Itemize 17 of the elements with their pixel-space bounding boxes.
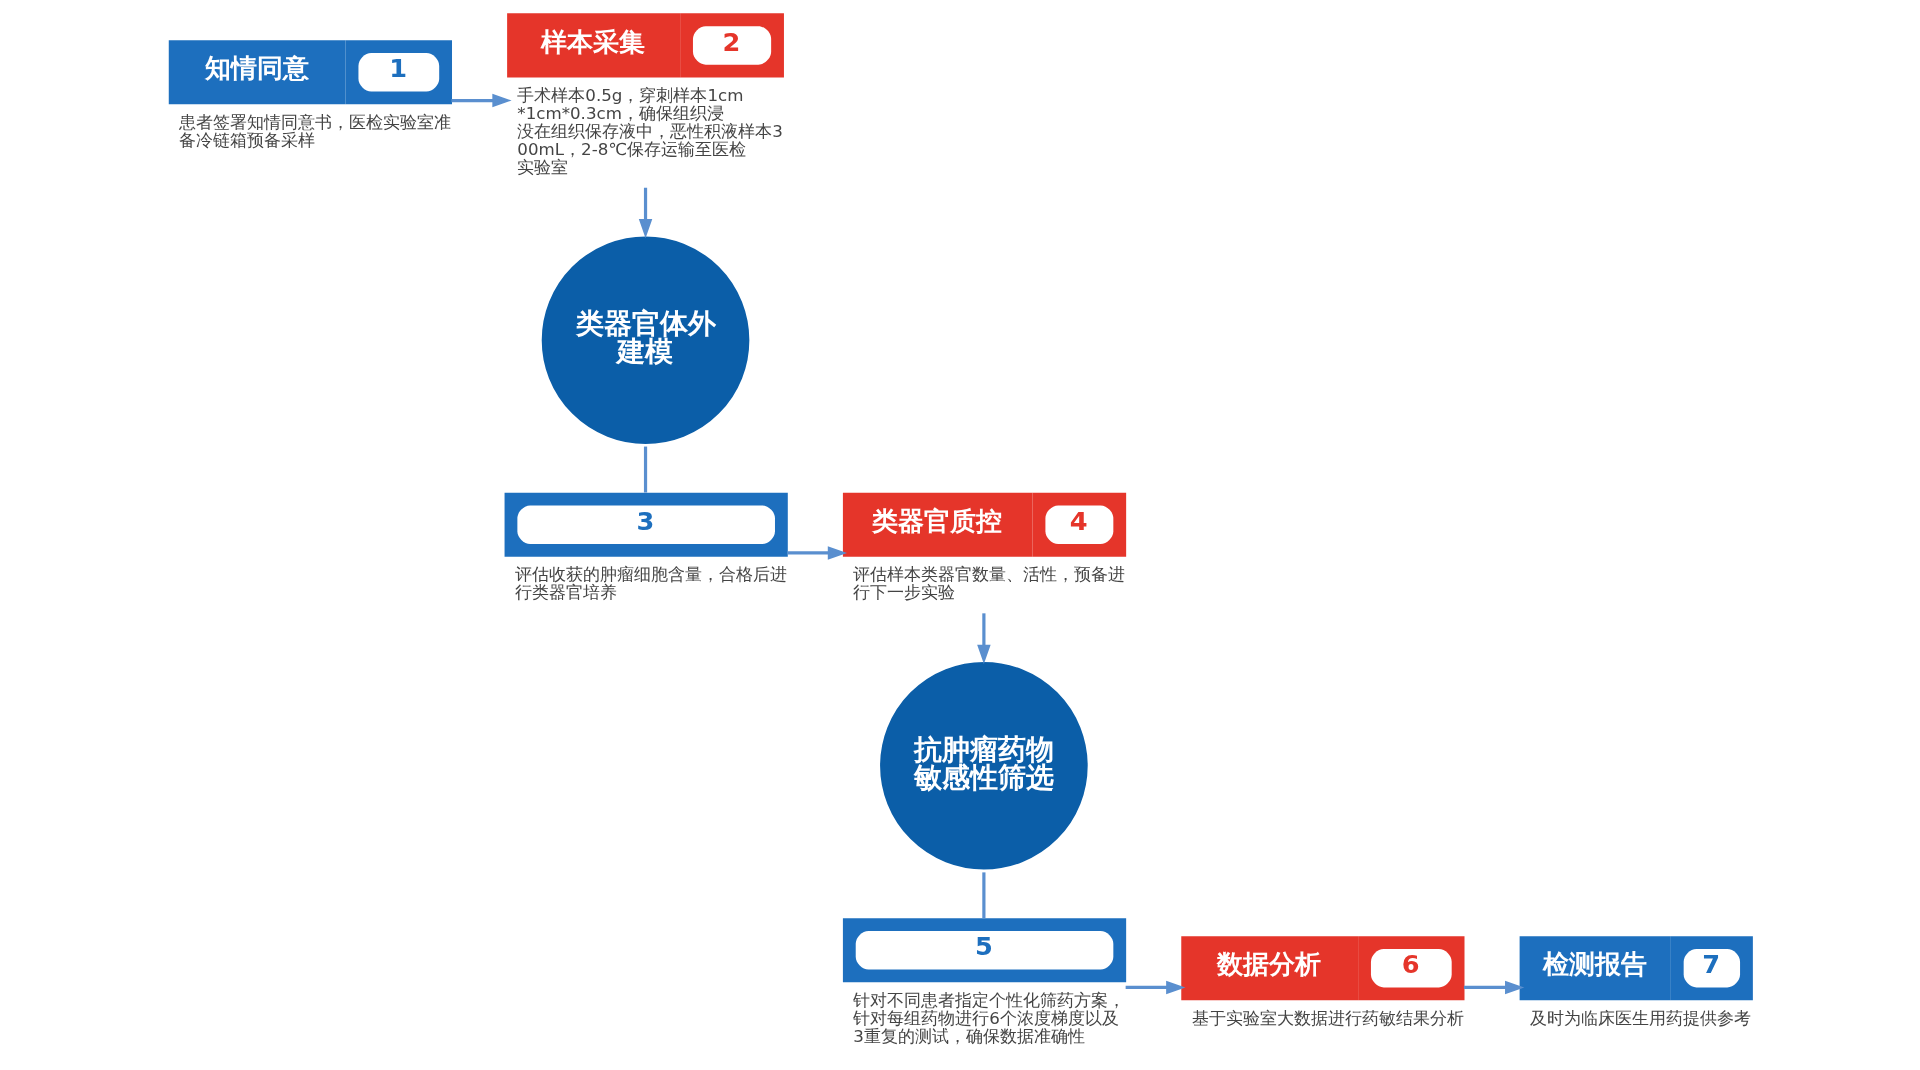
node-label: 患者签署知情同意书，医检实验室准备冷链箱预备采样 xyxy=(178,112,451,150)
node-label: 基于实验室大数据进行药敏结果分析 xyxy=(1191,1008,1464,1028)
node-box: 3 xyxy=(504,492,788,557)
node-box: 5 xyxy=(842,918,1126,983)
node-label: 评估样本类器官数量、活性，预备进行下一步实验 xyxy=(852,565,1125,603)
node-label: 及时为临床医生用药提供参考 xyxy=(1529,1008,1751,1028)
arrow xyxy=(450,93,512,108)
node-label: 针对不同患者指定个性化筛药方案，针对每组药物进行6个浓度梯度以及3重复的测试，确保数据准确性 xyxy=(852,990,1125,1046)
arrow xyxy=(976,613,991,664)
arrow xyxy=(1125,980,1185,995)
node-label: 评估收获的肿瘤细胞含量，合格后进行类器官培养 xyxy=(514,565,787,603)
arrow xyxy=(1463,980,1524,995)
connector xyxy=(643,446,647,493)
connector xyxy=(981,872,985,919)
node-label: 手术样本0.5g，穿刺样本1cm*1cm*0.3cm，确保组织浸没在组织保存液中，恶性积液样本300mL，2-8℃保存运输至医检实验室 xyxy=(516,86,783,177)
arrow xyxy=(638,187,652,239)
arrow xyxy=(786,546,847,560)
